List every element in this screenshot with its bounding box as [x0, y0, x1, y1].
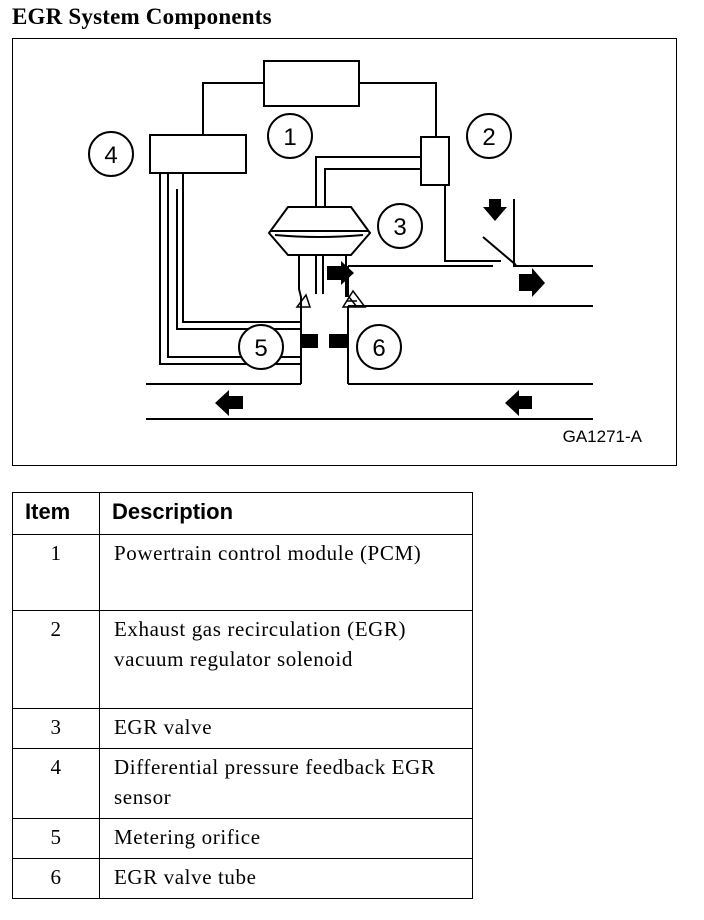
- item-description: EGR valve tube: [99, 858, 473, 899]
- solenoid-to-intake-hose: [444, 185, 501, 262]
- table-row: 1 Powertrain control module (PCM): [12, 534, 473, 611]
- table-row: 6 EGR valve tube: [12, 858, 473, 899]
- pcm-to-sensor-wire: [202, 82, 264, 135]
- egr-tube-block: [329, 334, 348, 348]
- table-header-row: Item Description: [12, 492, 473, 535]
- table-row: 3 EGR valve: [12, 708, 473, 749]
- callout-3: 3: [393, 214, 406, 241]
- item-number: 5: [12, 818, 100, 859]
- table-row: 2 Exhaust gas recirculation (EGR) vacuum…: [12, 610, 473, 709]
- pcm-box: [263, 60, 360, 107]
- callout-1: 1: [283, 124, 296, 151]
- solenoid-to-valve-hose-outer: [315, 156, 421, 206]
- pressure-sensor-box: [149, 134, 247, 174]
- item-description: EGR valve: [99, 708, 473, 749]
- item-description: Powertrain control module (PCM): [99, 534, 473, 611]
- callout-6: 6: [372, 335, 385, 362]
- header-item: Item: [12, 492, 100, 535]
- callout-4: 4: [104, 142, 117, 169]
- sensor-hose-2-inner: [176, 189, 301, 330]
- solenoid-box: [420, 136, 450, 186]
- throttle-plate: [482, 236, 517, 266]
- flow-arrow-valve: [327, 261, 354, 285]
- pressure-tap-left: [295, 293, 312, 308]
- table-row: 5 Metering orifice: [12, 818, 473, 859]
- solenoid-to-valve-hose-inner: [324, 168, 421, 206]
- diagram-drawing: 1 2 3 4 5 6: [88, 60, 593, 420]
- pressure-tap-right: [341, 289, 367, 308]
- flow-arrow-throttle: [483, 199, 507, 221]
- flow-arrow-exhaust-left: [215, 390, 243, 416]
- flow-arrow-intake: [519, 268, 545, 297]
- figure-id: GA1271-A: [562, 427, 642, 446]
- egr-valve-diaphragm: [267, 206, 372, 256]
- callout-circle-4: [88, 131, 134, 177]
- callout-circle-5: [238, 324, 284, 370]
- callout-5: 5: [254, 335, 267, 362]
- item-number: 2: [12, 610, 100, 709]
- page-title: EGR System Components: [12, 4, 272, 29]
- callout-circle-1: [267, 113, 313, 159]
- metering-orifice-block: [301, 334, 318, 348]
- callout-circle-3: [377, 203, 423, 249]
- egr-system-diagram: 1 2 3 4 5 6 GA1271-A: [12, 38, 677, 466]
- table-row: 4 Differential pressure feedback EGR sen…: [12, 748, 473, 819]
- item-number: 4: [12, 748, 100, 819]
- item-description: Differential pressure feedback EGR senso…: [99, 748, 473, 819]
- item-description: Metering orifice: [99, 818, 473, 859]
- callout-2: 2: [482, 124, 495, 151]
- parts-table: Item Description 1 Powertrain control mo…: [12, 492, 473, 899]
- sensor-hose-2-outer: [182, 173, 301, 323]
- callout-circle-6: [356, 324, 402, 370]
- header-description: Description: [99, 492, 473, 535]
- item-number: 6: [12, 858, 100, 899]
- item-description: Exhaust gas recirculation (EGR) vacuum r…: [99, 610, 473, 709]
- item-number: 3: [12, 708, 100, 749]
- callout-circle-2: [466, 113, 512, 159]
- item-number: 1: [12, 534, 100, 611]
- flow-arrow-exhaust-right: [505, 390, 532, 416]
- pcm-to-solenoid-wire: [359, 82, 437, 137]
